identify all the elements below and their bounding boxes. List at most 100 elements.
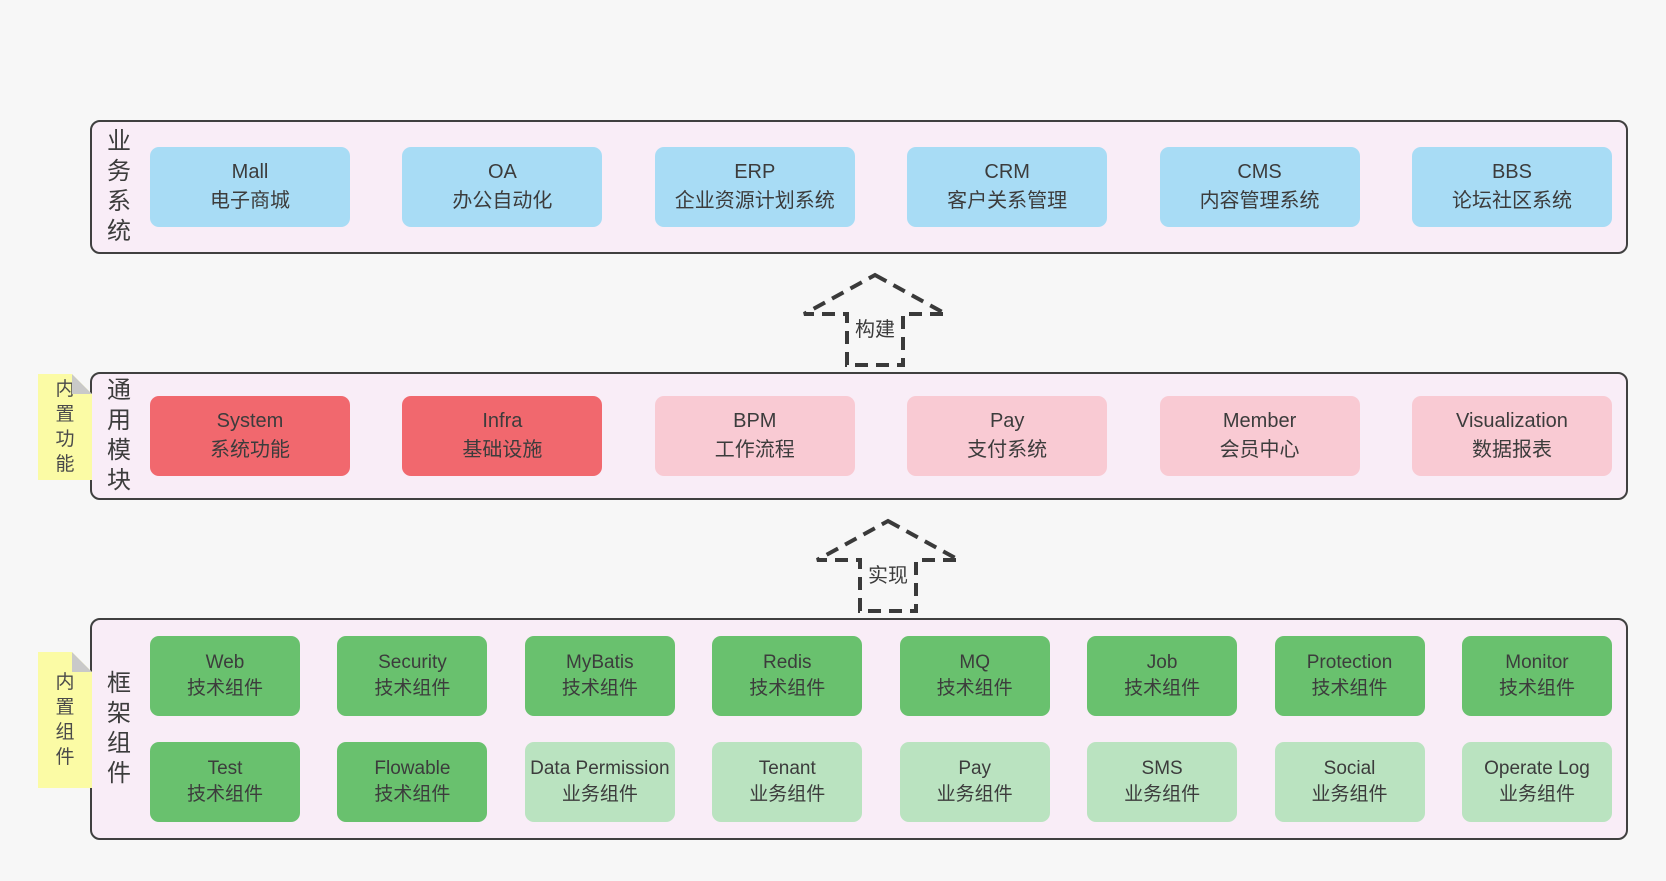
built-in-features-note: 内置功能 — [38, 374, 92, 480]
box-title: Redis — [762, 652, 812, 673]
box-title: Tenant — [758, 758, 816, 779]
business-boxes-row: Mall 电子商城 OA 办公自动化 ERP 企业资源计划系统 CRM 客户关系… — [150, 122, 1612, 252]
layer-label-business: 业务系统 — [107, 128, 131, 245]
implement-arrow: 实现 — [813, 518, 963, 614]
layer-label-modules: 通用模块 — [107, 377, 131, 494]
box-title: Pay — [958, 758, 992, 779]
box-title: SMS — [1141, 758, 1183, 779]
box-subtitle: 技术组件 — [186, 784, 263, 805]
box-subtitle: 客户关系管理 — [947, 190, 1068, 212]
box-subtitle: 办公自动化 — [452, 190, 553, 212]
box-security: Security 技术组件 — [337, 636, 488, 716]
box-cms: CMS 内容管理系统 — [1159, 147, 1360, 227]
box-title: Operate Log — [1484, 758, 1590, 779]
box-subtitle: 数据报表 — [1471, 439, 1552, 461]
box-title: Job — [1146, 652, 1178, 673]
layer-label-components: 框架组件 — [107, 670, 131, 787]
box-subtitle: 电子商城 — [210, 190, 290, 212]
box-pay: Pay 支付系统 — [907, 396, 1108, 476]
box-mall: Mall 电子商城 — [150, 147, 350, 227]
box-title: Monitor — [1505, 652, 1569, 673]
component-boxes-row-2: Test 技术组件 Flowable 技术组件 Data Permission … — [150, 742, 1612, 822]
box-bpm: BPM 工作流程 — [654, 396, 855, 476]
box-title: OA — [487, 161, 517, 183]
box-subtitle: 技术组件 — [1311, 678, 1388, 699]
box-subtitle: 技术组件 — [749, 678, 826, 699]
box-job: Job 技术组件 — [1087, 636, 1238, 716]
box-title: BPM — [733, 410, 777, 432]
box-subtitle: 技术组件 — [561, 678, 638, 699]
box-title: ERP — [734, 161, 776, 183]
box-erp: ERP 企业资源计划系统 — [654, 147, 855, 227]
box-title: MQ — [959, 652, 990, 673]
box-title: Flowable — [374, 758, 451, 779]
box-subtitle: 业务组件 — [936, 784, 1013, 805]
box-title: Data Permission — [530, 758, 670, 779]
component-boxes-grid: Web 技术组件 Security 技术组件 MyBatis 技术组件 Redi… — [150, 620, 1612, 838]
box-test: Test 技术组件 — [150, 742, 300, 822]
box-sms: SMS 业务组件 — [1087, 742, 1238, 822]
box-member: Member 会员中心 — [1159, 396, 1360, 476]
box-title: Web — [205, 652, 245, 673]
box-protection: Protection 技术组件 — [1274, 636, 1425, 716]
box-visualization: Visualization 数据报表 — [1411, 396, 1612, 476]
common-modules-layer: 通用模块 System 系统功能 Infra 基础设施 BPM 工作流程 Pay… — [90, 372, 1628, 500]
box-subtitle: 企业资源计划系统 — [674, 190, 835, 212]
box-subtitle: 工作流程 — [714, 439, 795, 461]
box-title: Infra — [482, 410, 523, 432]
box-subtitle: 基础设施 — [462, 439, 543, 461]
box-subtitle: 论坛社区系统 — [1451, 190, 1572, 212]
box-crm: CRM 客户关系管理 — [907, 147, 1108, 227]
note-text: 内置功能 — [55, 379, 75, 475]
build-arrow-label: 构建 — [852, 312, 898, 343]
box-title: MyBatis — [566, 652, 634, 673]
box-pay-component: Pay 业务组件 — [899, 742, 1050, 822]
note-text: 内置组件 — [55, 672, 75, 768]
box-title: Visualization — [1455, 410, 1568, 432]
box-bbs: BBS 论坛社区系统 — [1411, 147, 1612, 227]
box-data-permission: Data Permission 业务组件 — [524, 742, 675, 822]
box-subtitle: 业务组件 — [561, 784, 638, 805]
box-subtitle: 业务组件 — [1498, 784, 1575, 805]
box-tenant: Tenant 业务组件 — [712, 742, 863, 822]
box-web: Web 技术组件 — [150, 636, 300, 716]
box-oa: OA 办公自动化 — [402, 147, 603, 227]
box-subtitle: 业务组件 — [1124, 784, 1201, 805]
box-title: Test — [207, 758, 243, 779]
box-title: BBS — [1491, 161, 1532, 183]
box-title: Mall — [231, 161, 269, 183]
component-boxes-row-1: Web 技术组件 Security 技术组件 MyBatis 技术组件 Redi… — [150, 636, 1612, 716]
built-in-components-note: 内置组件 — [38, 652, 92, 788]
box-title: Pay — [989, 410, 1025, 432]
box-mybatis: MyBatis 技术组件 — [524, 636, 675, 716]
box-subtitle: 技术组件 — [936, 678, 1013, 699]
business-systems-layer: 业务系统 Mall 电子商城 OA 办公自动化 ERP 企业资源计划系统 CRM… — [90, 120, 1628, 254]
box-subtitle: 技术组件 — [1124, 678, 1201, 699]
build-arrow: 构建 — [800, 272, 950, 368]
box-subtitle: 会员中心 — [1219, 439, 1300, 461]
module-boxes-row: System 系统功能 Infra 基础设施 BPM 工作流程 Pay 支付系统… — [150, 374, 1612, 498]
framework-components-layer: 框架组件 Web 技术组件 Security 技术组件 MyBatis 技术组件… — [90, 618, 1628, 840]
box-title: Security — [378, 652, 447, 673]
box-subtitle: 业务组件 — [749, 784, 826, 805]
box-subtitle: 技术组件 — [374, 784, 451, 805]
box-subtitle: 内容管理系统 — [1199, 190, 1320, 212]
box-flowable: Flowable 技术组件 — [337, 742, 488, 822]
box-infra: Infra 基础设施 — [402, 396, 603, 476]
up-arrow-icon — [803, 272, 947, 367]
box-monitor: Monitor 技术组件 — [1461, 636, 1612, 716]
box-title: Social — [1323, 758, 1376, 779]
box-subtitle: 系统功能 — [210, 439, 290, 461]
box-title: Member — [1222, 410, 1297, 432]
box-subtitle: 技术组件 — [374, 678, 451, 699]
box-title: System — [216, 410, 284, 432]
box-subtitle: 技术组件 — [1498, 678, 1575, 699]
box-subtitle: 业务组件 — [1311, 784, 1388, 805]
box-operate-log: Operate Log 业务组件 — [1461, 742, 1612, 822]
box-social: Social 业务组件 — [1274, 742, 1425, 822]
box-mq: MQ 技术组件 — [899, 636, 1050, 716]
box-system: System 系统功能 — [150, 396, 350, 476]
box-subtitle: 支付系统 — [967, 439, 1048, 461]
implement-arrow-label: 实现 — [865, 558, 911, 589]
box-subtitle: 技术组件 — [186, 678, 263, 699]
